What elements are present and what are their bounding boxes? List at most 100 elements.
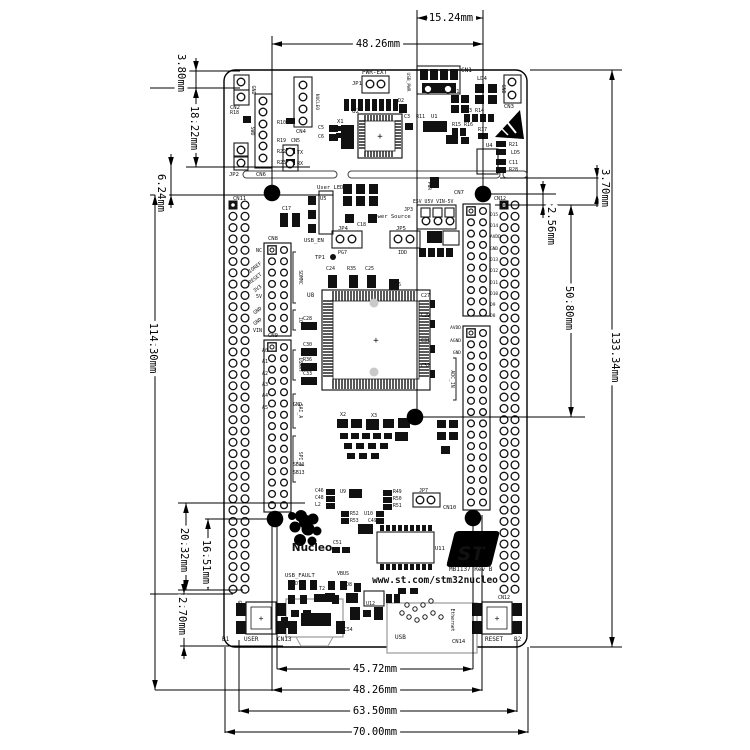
silkscreen-label: VBUS — [337, 571, 349, 577]
dimension-label: 3.70mm — [599, 169, 611, 207]
silkscreen-label: C28 — [303, 316, 312, 322]
smd-pad — [368, 214, 377, 223]
CN8-pin — [279, 291, 289, 300]
smd-pad — [300, 595, 307, 604]
silkscreen-label: C18 — [357, 222, 366, 228]
silkscreen-label: CN13 — [277, 636, 292, 643]
silkscreen-label: U10 — [364, 511, 373, 517]
CN9-pin — [267, 444, 277, 453]
CN9-pin — [267, 422, 277, 431]
silkscreen-label: GND — [250, 85, 256, 94]
silkscreen-label: X3 — [371, 413, 377, 419]
dimension-arrowhead — [168, 195, 174, 205]
silkscreen-label: CN4 — [296, 129, 307, 135]
smd-pad — [394, 594, 400, 603]
pin-hole — [285, 159, 295, 169]
silkscreen-label: R49 — [393, 489, 402, 495]
CN10-pin — [478, 498, 488, 507]
component-outline — [233, 142, 249, 158]
smd-pad — [496, 167, 506, 173]
smd-pad — [358, 99, 363, 111]
CN11-pin — [228, 302, 238, 312]
smd-pad — [301, 348, 317, 356]
silkscreen-label: CN12 — [498, 595, 510, 601]
smd-pad — [280, 213, 288, 227]
smd-pad — [399, 104, 407, 113]
smd-pad — [369, 184, 378, 194]
silkscreen-label: SWD — [249, 126, 255, 135]
CN12-pin — [499, 223, 509, 233]
smd-pad — [386, 564, 390, 570]
silkscreen-label: RESET — [485, 636, 503, 643]
CN12-pin — [510, 381, 520, 391]
CN12-pin — [499, 268, 509, 278]
smd-pad — [392, 525, 396, 531]
CN12-pin — [499, 324, 509, 334]
dimension-arrowhead — [472, 687, 482, 693]
CN12-pin — [510, 324, 520, 334]
silkscreen-label: C32 — [421, 363, 430, 369]
CN10-pin — [478, 464, 488, 473]
silkscreen-label: U4 — [486, 143, 493, 149]
dimension-label: 48.26mm — [353, 684, 397, 696]
CN12-pin — [510, 449, 520, 459]
silkscreen-label: R28 — [509, 167, 518, 173]
B2-reset-pad — [472, 603, 482, 616]
pin-hole — [405, 234, 415, 244]
CN10-pin — [478, 396, 488, 405]
B1-user-pad — [276, 621, 286, 634]
CN7-pin — [478, 229, 488, 238]
CN12-pin — [510, 256, 520, 267]
dimension-arrowhead — [205, 580, 211, 590]
CN11-pin — [228, 279, 238, 289]
smd-pad — [496, 149, 506, 155]
silkscreen-label: L2 — [315, 502, 321, 508]
CN11-pin — [240, 494, 250, 504]
smd-pad — [383, 490, 392, 496]
component-outline — [331, 230, 363, 249]
CN12-pin — [510, 347, 520, 357]
silkscreen-label: CN12 — [494, 196, 506, 202]
silkscreen-label: TP1 — [315, 255, 325, 261]
CN11-pin — [240, 381, 250, 391]
smd-pad — [365, 99, 370, 111]
CN11-pin — [228, 358, 238, 368]
smd-pad — [389, 279, 399, 293]
CN10-pin — [478, 441, 488, 451]
CN11-pin — [228, 471, 238, 481]
CN12-pin — [510, 562, 520, 572]
silkscreen-label: U5 — [320, 196, 327, 202]
signal-group-label: SPI_B — [297, 452, 303, 467]
CN12-pin — [499, 573, 509, 583]
CN11-pin1-hole — [231, 203, 235, 207]
smd-pad — [371, 453, 379, 459]
smd-pad — [340, 433, 348, 439]
CN8-pin — [267, 302, 277, 311]
smd-pad — [488, 114, 494, 122]
silkscreen-label: X2 — [340, 412, 346, 418]
silkscreen-label: D8 — [490, 313, 496, 319]
CN12-pin — [510, 471, 520, 481]
pin-hole — [443, 84, 453, 94]
CN12-pin — [499, 369, 509, 380]
CN7-pin — [478, 297, 488, 306]
silkscreen-label: USB_PWR — [405, 73, 411, 92]
CN8-pin — [267, 268, 277, 277]
CN11-pin — [240, 268, 250, 278]
smd-pad — [427, 231, 442, 243]
silkscreen-label: LD5 — [511, 150, 520, 156]
silkscreen-label: GND — [236, 600, 242, 609]
component-outline — [282, 144, 299, 172]
smd-pad — [423, 121, 447, 132]
CN10-pin — [466, 464, 476, 473]
silkscreen-label: JP2 — [229, 172, 239, 178]
dimension-arrowhead — [277, 666, 287, 672]
silkscreen-label: LD4 — [477, 76, 488, 82]
dimension-label: 63.50mm — [353, 705, 397, 717]
pin-hole — [421, 216, 431, 226]
dimension-arrowhead — [473, 15, 483, 21]
smd-pad — [374, 607, 383, 620]
nucleo-logo-icon — [299, 515, 313, 529]
CN10-pin — [478, 419, 488, 428]
